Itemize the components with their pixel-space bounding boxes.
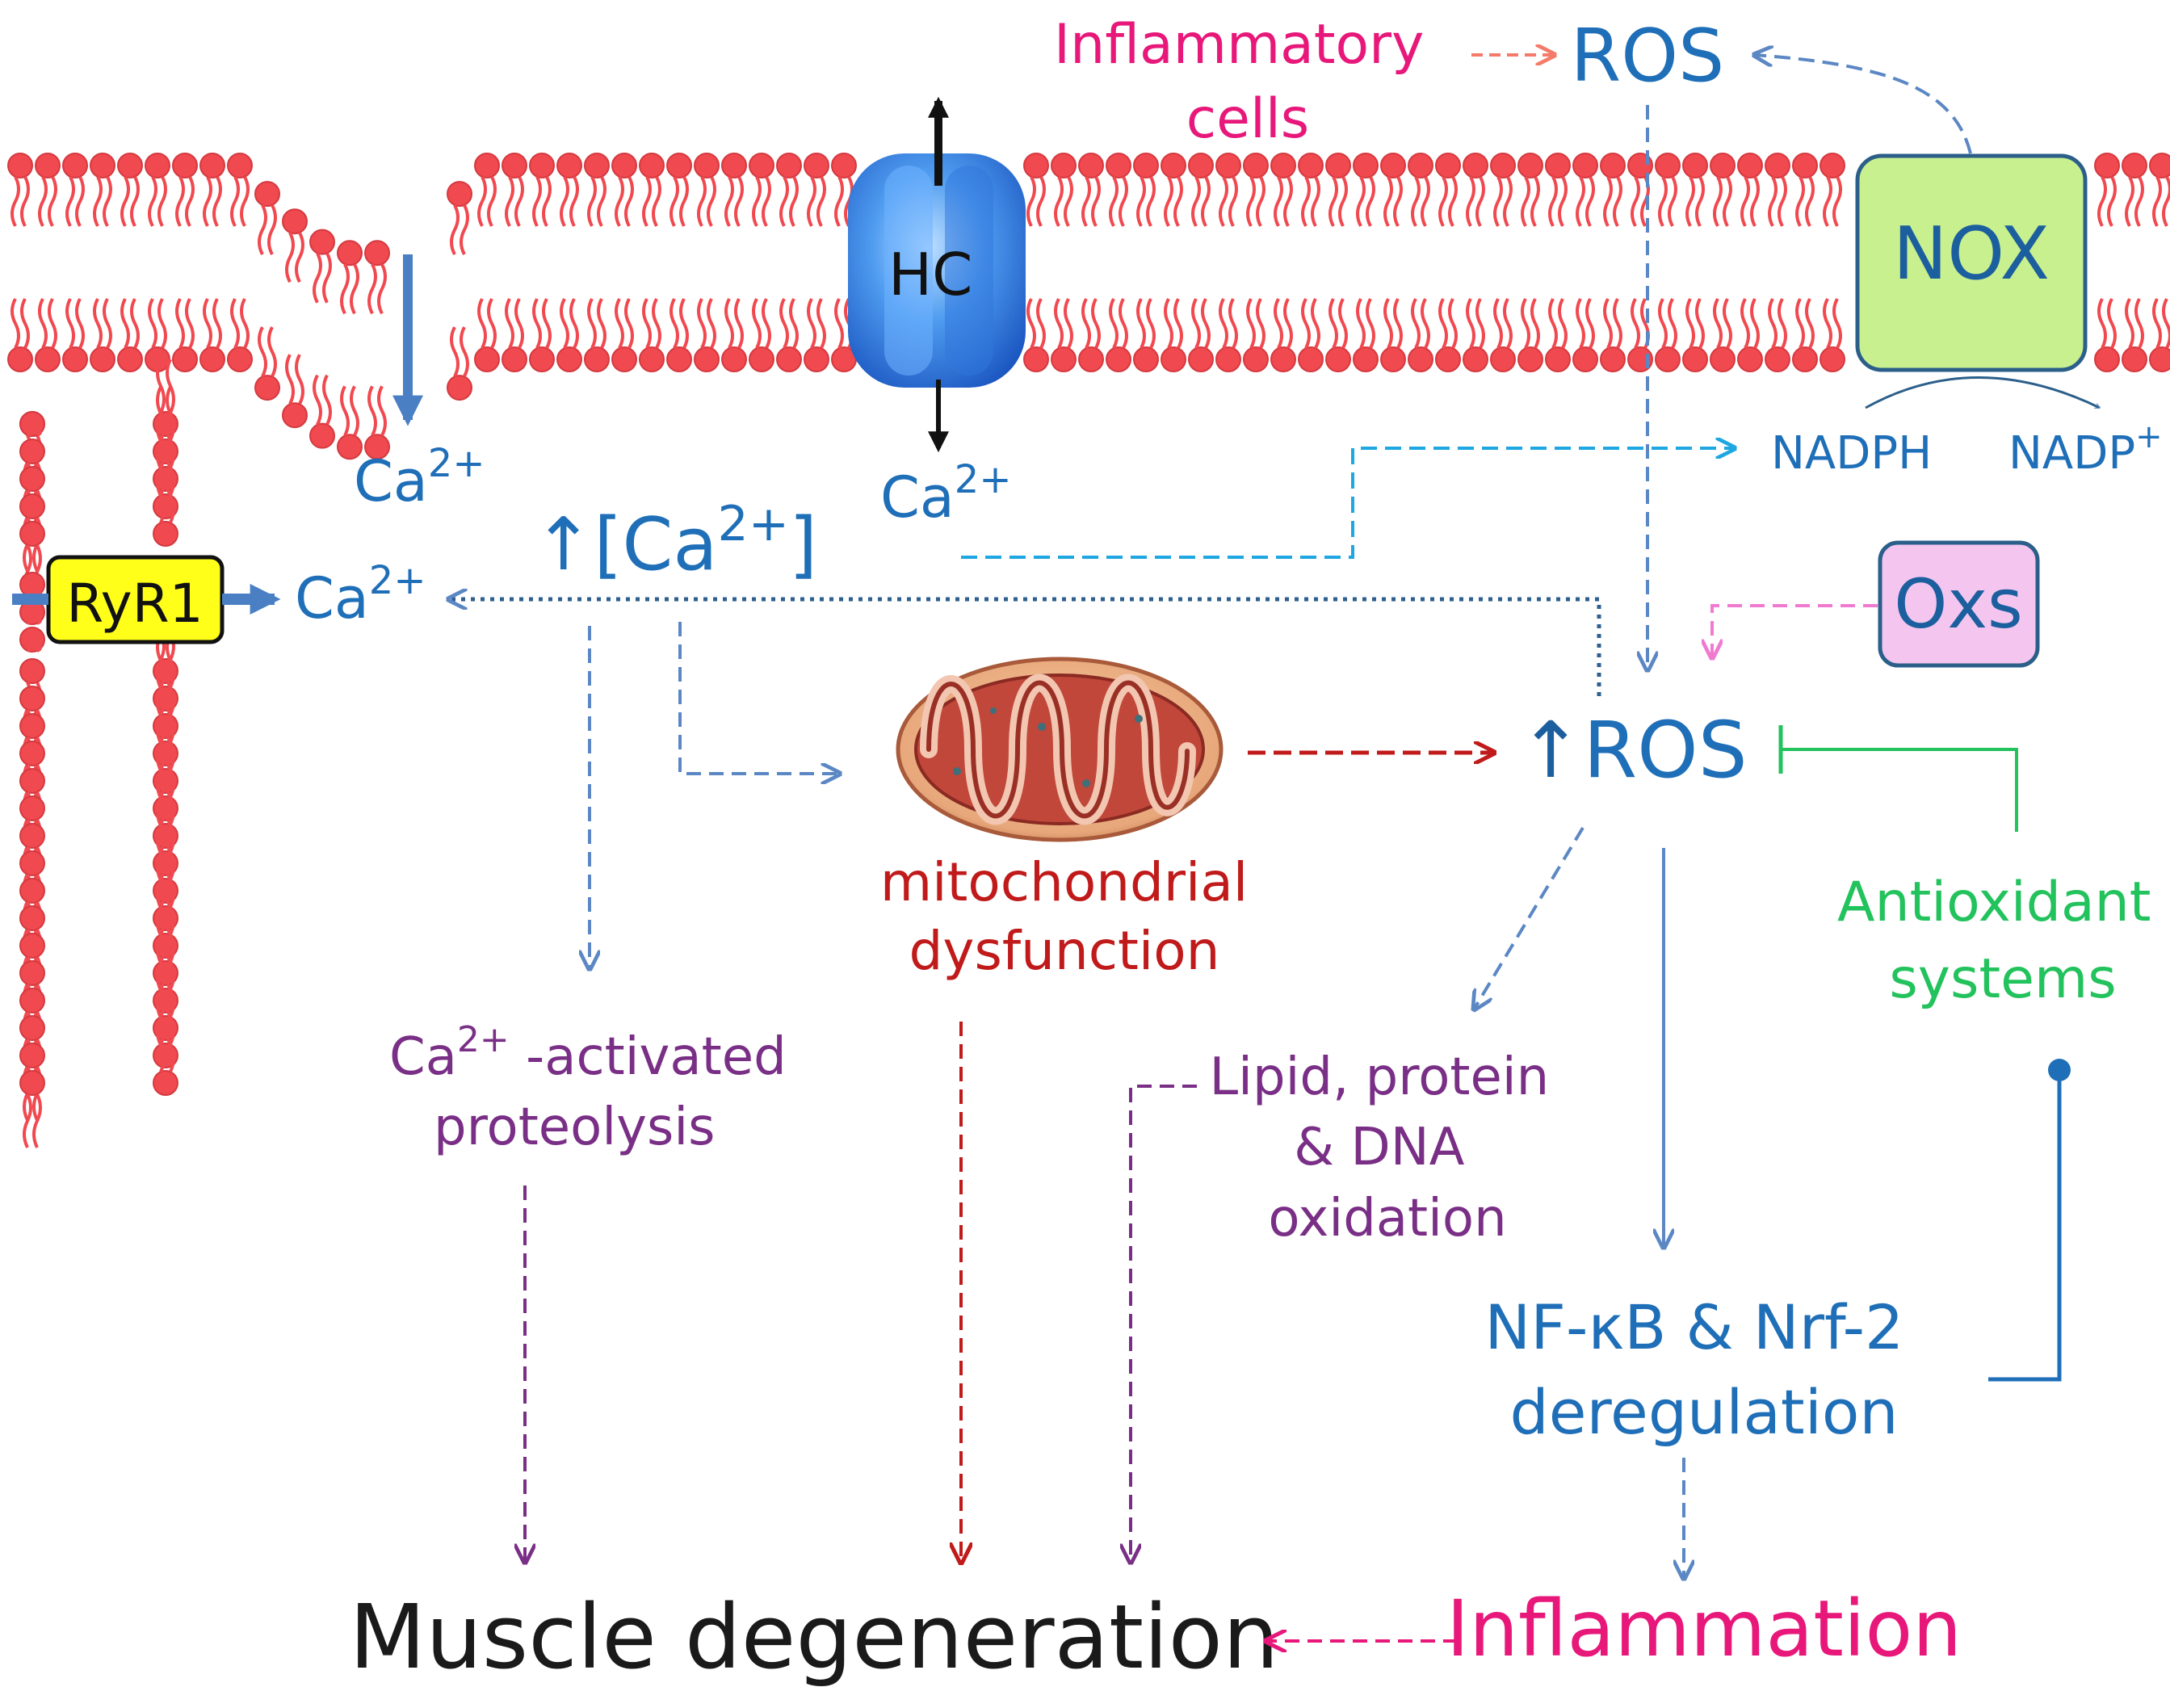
arrow-ros-to-oxidation bbox=[1474, 826, 1584, 1009]
muscle-degeneration-label: Muscle degeneration bbox=[349, 1585, 1278, 1689]
hc-label: HC bbox=[888, 241, 972, 308]
oxidation-label: Lipid, protein & DNA oxidation bbox=[1210, 1047, 1566, 1248]
nox-box bbox=[1855, 153, 2088, 372]
cytosolic-ca-increase-label: ↑[Ca2+] bbox=[533, 496, 817, 587]
nadp-label: NADP+ bbox=[2008, 418, 2163, 480]
arrow-ros-to-ryr1-ca bbox=[448, 599, 1601, 696]
link-ball-end bbox=[2048, 1059, 2071, 1081]
nadph-conversion-arc bbox=[1865, 376, 2100, 409]
nox-label: NOX bbox=[1893, 212, 2050, 296]
arrow-nox-to-ros bbox=[1754, 55, 1972, 154]
ryr1-label: RyR1 bbox=[66, 573, 203, 635]
plasma-membrane bbox=[7, 153, 2170, 460]
ros-top-label: ROS bbox=[1571, 14, 1725, 99]
ca-influx-label: Ca2+ bbox=[354, 441, 485, 514]
sarcoplasmic-reticulum-membrane bbox=[19, 359, 178, 1148]
antioxidant-systems-label: Antioxidant systems bbox=[1837, 871, 2168, 1011]
oxs-box bbox=[1878, 540, 2040, 668]
mitochondrial-dysfunction-label: mitochondrial dysfunction bbox=[880, 851, 1265, 982]
inflammation-label: Inflammation bbox=[1446, 1584, 1962, 1674]
arrow-oxidation-to-muscle bbox=[1131, 1085, 1197, 1563]
link-nfkb-to-antioxidant bbox=[1988, 1070, 2062, 1382]
oxs-label: Oxs bbox=[1894, 564, 2023, 644]
nfkb-nrf2-label: NF-κB & Nrf-2 deregulation bbox=[1484, 1291, 1923, 1448]
arrow-oxs-to-ros bbox=[1712, 604, 1878, 658]
nadph-label: NADPH bbox=[1771, 427, 1932, 480]
arrow-ca-to-mitochondria bbox=[678, 622, 840, 774]
mitochondrion-icon bbox=[896, 657, 1224, 842]
hemichannel-icon bbox=[848, 96, 1026, 453]
arrow-ca-to-nadph bbox=[961, 448, 1735, 559]
ca-ryr1-label: Ca2+ bbox=[295, 558, 426, 632]
inhibition-antioxidant-to-ros bbox=[1781, 748, 2018, 832]
proteolysis-label: Ca2+ -activated proteolysis bbox=[389, 1019, 803, 1157]
ca-hc-label: Ca2+ bbox=[880, 457, 1012, 531]
inflammatory-cells-label: Inflammatory cells bbox=[1054, 13, 1442, 151]
ros-increase-label: ↑ROS bbox=[1518, 705, 1748, 795]
